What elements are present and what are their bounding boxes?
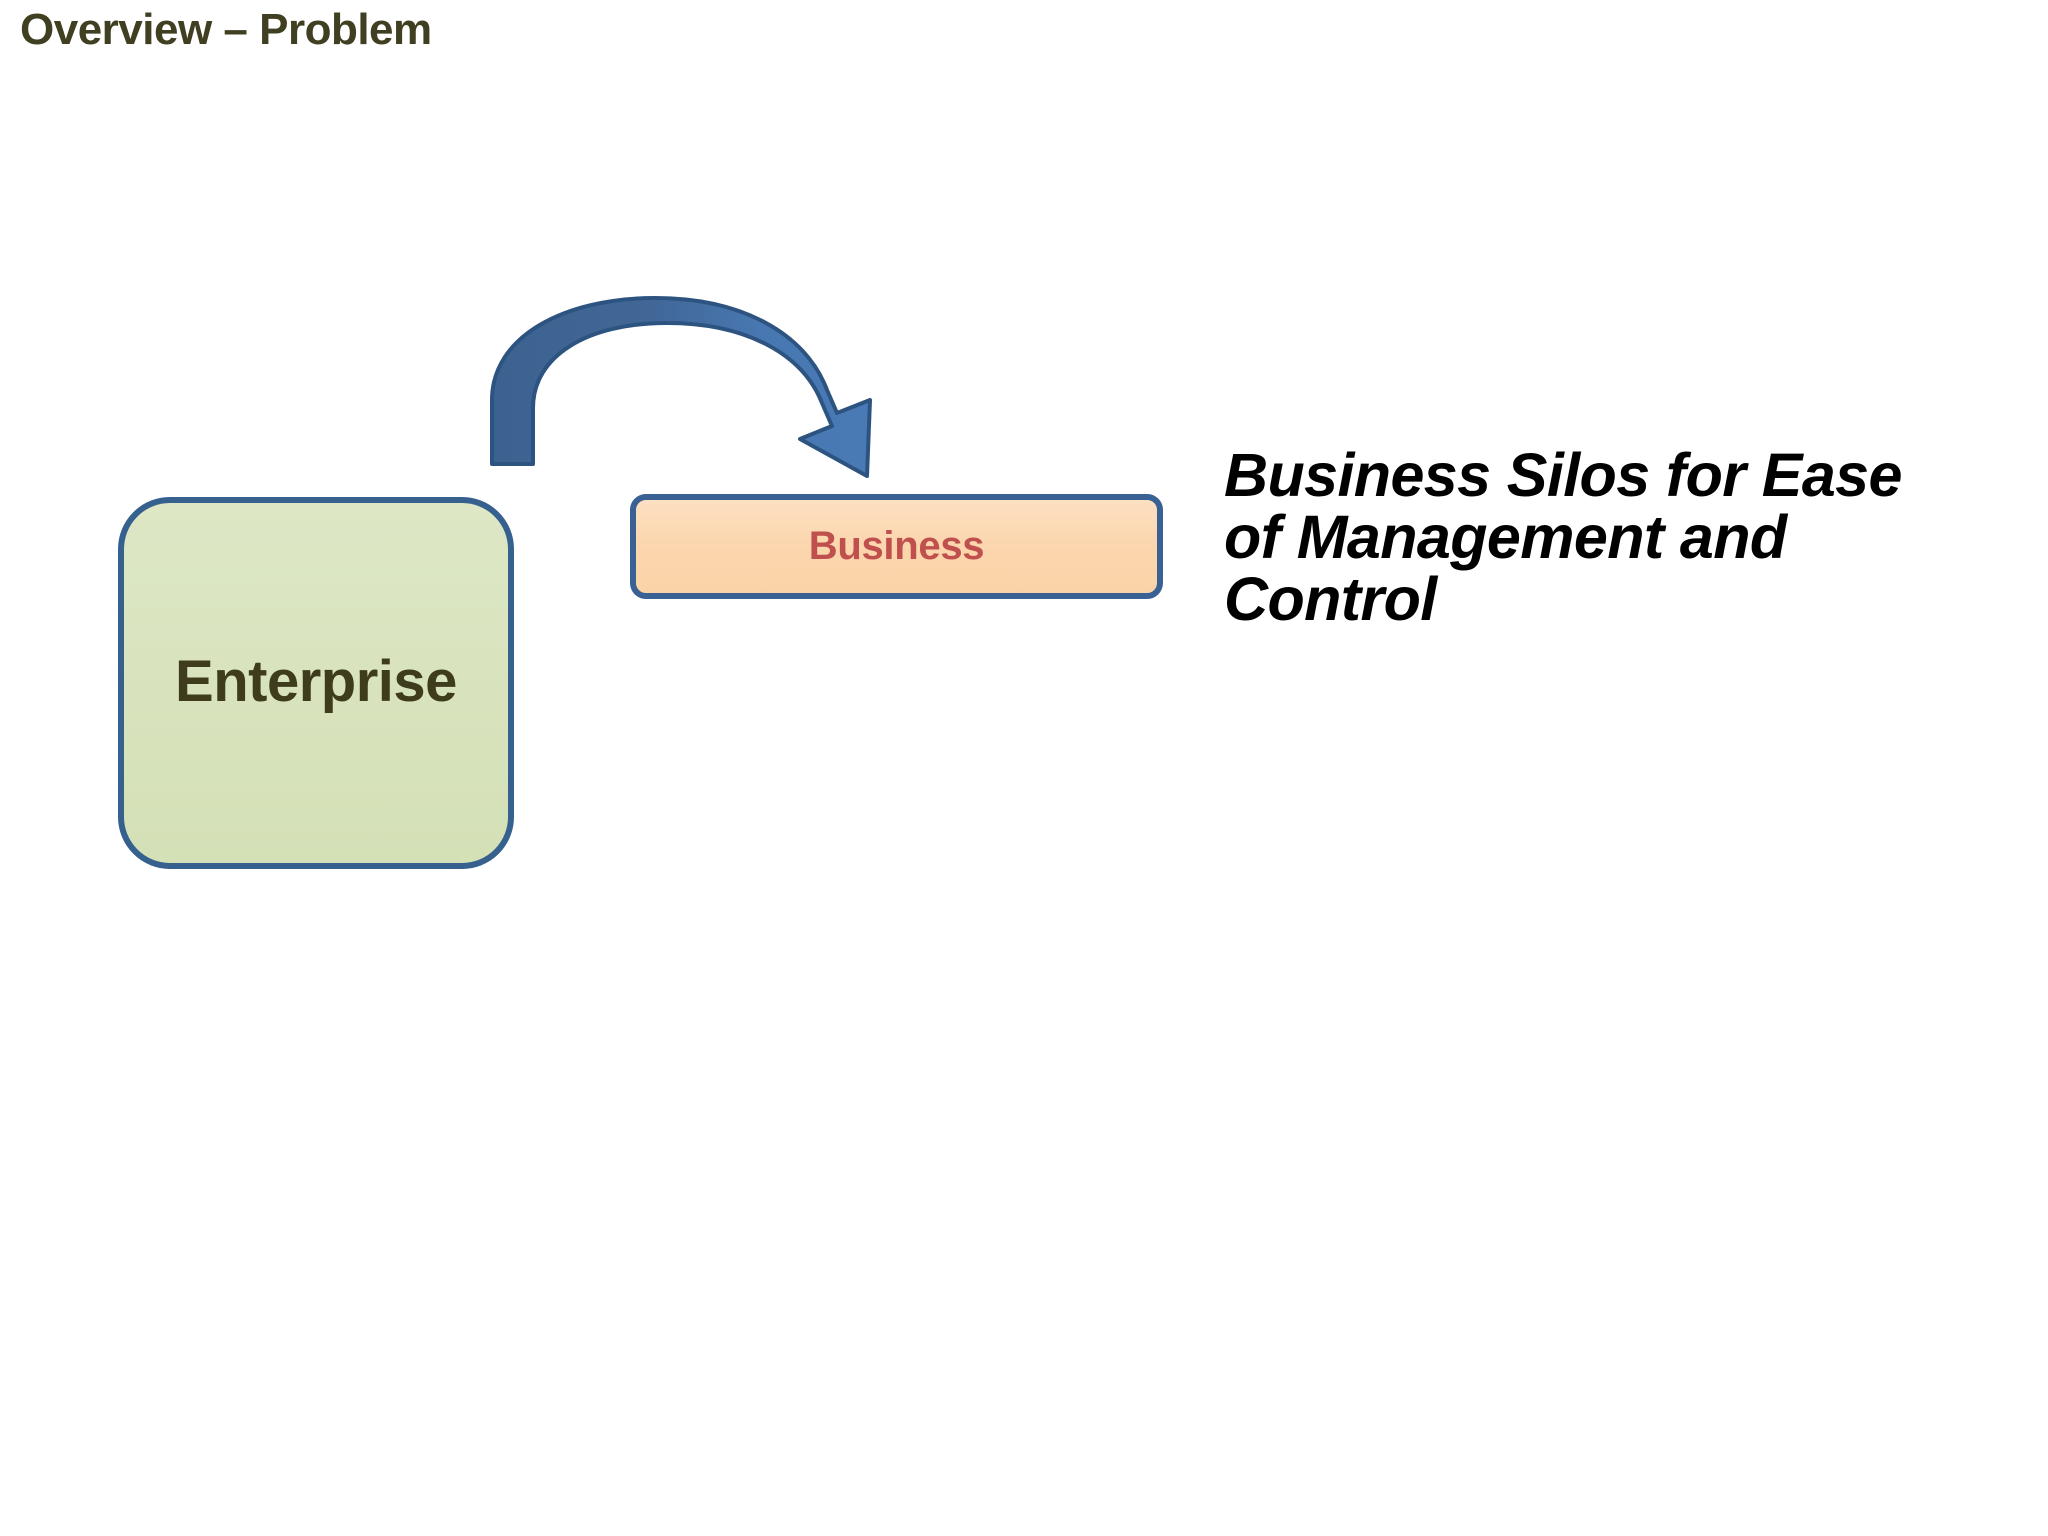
enterprise-box-label: Enterprise <box>175 649 457 714</box>
business-box[interactable]: Business <box>630 494 1163 599</box>
caption-line-3: Control <box>1224 565 1437 634</box>
business-box-label: Business <box>808 524 985 568</box>
curved-arrow-container <box>455 280 935 500</box>
caption-line-2: of Management and <box>1224 503 1787 572</box>
curved-arrow-icon <box>490 296 872 478</box>
page-title: Overview – Problem <box>20 5 432 54</box>
caption-text: Business Silos for Ease of Management an… <box>1224 444 1924 631</box>
enterprise-box[interactable]: Enterprise <box>118 497 514 869</box>
caption-line-1: Business Silos for Ease <box>1224 441 1902 509</box>
